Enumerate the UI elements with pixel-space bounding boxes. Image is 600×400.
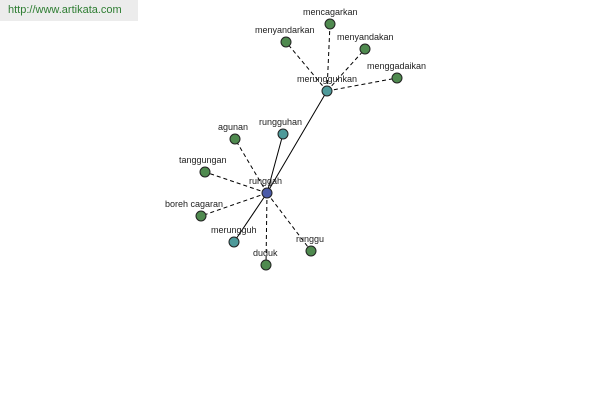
node-label-menggadaikan[interactable]: menggadaikan xyxy=(367,61,426,71)
node-label-menyandakan[interactable]: menyandakan xyxy=(337,32,394,42)
edge-merungguhkan-menyandakan xyxy=(326,48,366,92)
edge-rungguh-rungguhan xyxy=(266,133,284,194)
node-menggadaikan[interactable] xyxy=(391,72,403,84)
node-label-merungguh[interactable]: merungguh xyxy=(211,225,257,235)
edge-rungguh-merungguhkan xyxy=(266,90,328,194)
node-layer xyxy=(195,18,403,271)
node-boreh[interactable] xyxy=(195,210,207,222)
edge-rungguh-boreh xyxy=(200,192,268,217)
edge-rungguh-tanggungan xyxy=(204,171,268,194)
node-label-boreh[interactable]: boreh cagaran xyxy=(165,199,223,209)
edge-merungguhkan-menggadaikan xyxy=(326,77,398,92)
node-tanggungan[interactable] xyxy=(199,166,211,178)
node-label-rungguhan[interactable]: rungguhan xyxy=(259,117,302,127)
node-runggu[interactable] xyxy=(305,245,317,257)
edge-layer xyxy=(200,23,398,266)
edge-rungguh-merungguh xyxy=(233,192,268,243)
node-rungguhan[interactable] xyxy=(277,128,289,140)
node-label-runggu[interactable]: runggu xyxy=(296,234,324,244)
node-duduk[interactable] xyxy=(260,259,272,271)
node-mencagarkan[interactable] xyxy=(324,18,336,30)
edge-rungguh-duduk xyxy=(265,192,268,266)
edge-merungguhkan-menyandarkan xyxy=(285,41,328,92)
label-layer: runggah merungguhkan rungguhan merungguh agu… xyxy=(165,7,426,258)
node-label-duduk[interactable]: duduk xyxy=(253,248,278,258)
node-label-menyandarkan[interactable]: menyandarkan xyxy=(255,25,315,35)
node-menyandarkan[interactable] xyxy=(280,36,292,48)
node-label-agunan[interactable]: agunan xyxy=(218,122,248,132)
node-rungguh[interactable] xyxy=(261,187,273,199)
edge-rungguh-agunan xyxy=(234,138,268,194)
site-watermark: http://www.artikata.com xyxy=(0,0,138,21)
node-merungguhkan[interactable] xyxy=(321,85,333,97)
node-label-tanggungan[interactable]: tanggungan xyxy=(179,155,227,165)
node-label-rungguh[interactable]: runggah xyxy=(249,176,282,186)
node-menyandakan[interactable] xyxy=(359,43,371,55)
node-agunan[interactable] xyxy=(229,133,241,145)
node-label-merungguhkan[interactable]: merungguhkan xyxy=(297,74,357,84)
edge-rungguh-runggu xyxy=(266,192,312,252)
node-merungguh[interactable] xyxy=(228,236,240,248)
node-label-mencagarkan[interactable]: mencagarkan xyxy=(303,7,358,17)
